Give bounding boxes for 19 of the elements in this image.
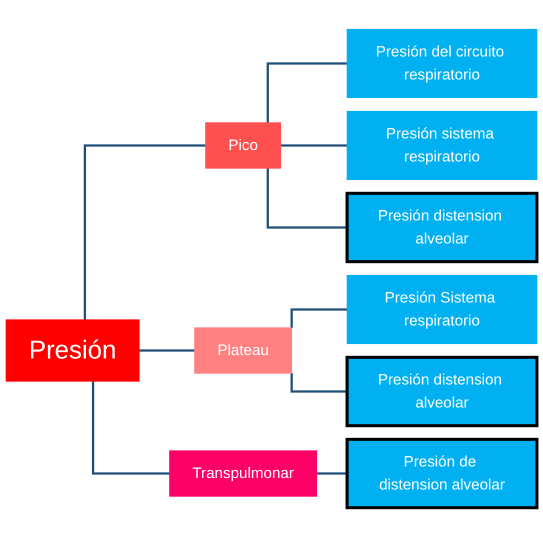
node-box: Presión de distension alveolar [346,438,538,510]
connector [290,372,348,393]
node-box: Presión distension alveolar [346,356,538,428]
node-box: Plateau [194,327,292,374]
connector [92,381,170,475]
node-box: Presión del circuito respiratorio [346,28,538,98]
connector [290,308,348,328]
node-box: Presión distension alveolar [346,192,538,264]
node-box: Presión Sistema respiratorio [346,274,538,344]
node-box: Transpulmonar [169,450,318,497]
connector [138,349,195,352]
connector [266,62,348,123]
connector [84,144,206,320]
connector [280,144,348,147]
node-box: Presión sistema respiratorio [346,110,538,180]
node-box: Presión [6,319,140,382]
node-box: Pico [205,122,282,169]
connector [316,472,348,475]
connector [266,168,348,229]
